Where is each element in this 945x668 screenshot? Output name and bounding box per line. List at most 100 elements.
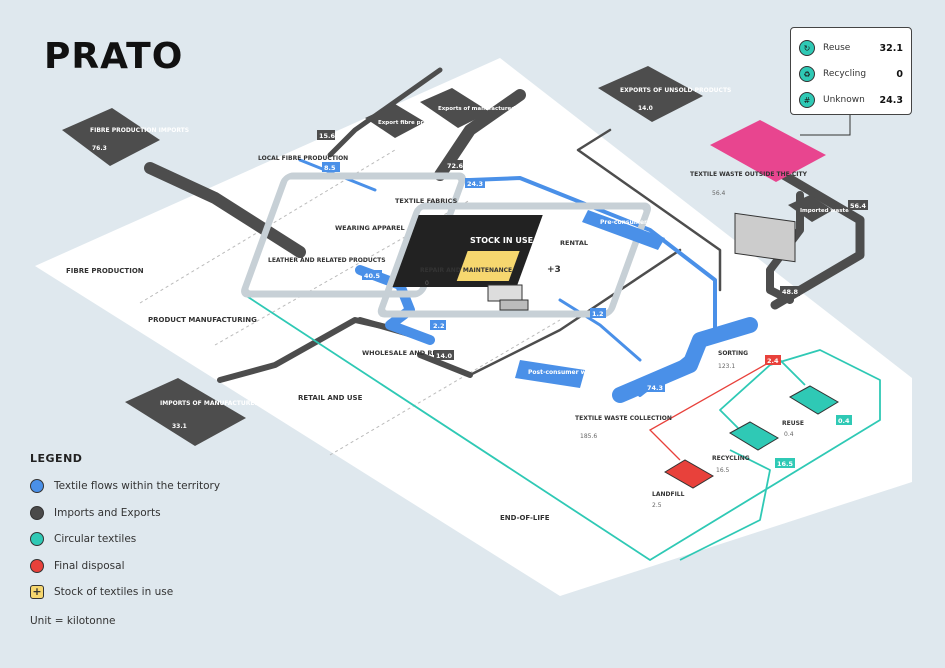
breakdown-value: 24.3 <box>879 94 903 106</box>
flow-to-recycling <box>719 364 771 431</box>
svg-text:14.0: 14.0 <box>638 105 653 112</box>
legend-swatch <box>30 532 44 546</box>
flow-values: 8.5 15.6 72.6 24.3 40.5 2.2 14.0 1.2 74.… <box>317 130 868 468</box>
svg-text:IMPORTS OF MANUFACTURED PRODUC: IMPORTS OF MANUFACTURED PRODUCTS <box>160 400 298 407</box>
svg-text:LANDFILL: LANDFILL <box>652 491 685 498</box>
flow-wholesale-to-exports <box>468 248 682 377</box>
stock-in-use-label: STOCK IN USE <box>470 236 533 245</box>
exports-unsold-tag: EXPORTS OF UNSOLD PRODUCTS 14.0 <box>598 66 731 122</box>
svg-text:74.3: 74.3 <box>647 384 663 392</box>
svg-text:56.4: 56.4 <box>850 202 867 210</box>
svg-text:2.4: 2.4 <box>767 357 779 365</box>
svg-text:56.4: 56.4 <box>712 190 726 197</box>
collection-label: TEXTILE WASTE COLLECTION <box>575 415 672 422</box>
svg-text:TEXTILE WASTE OUTSIDE THE CITY: TEXTILE WASTE OUTSIDE THE CITY <box>690 171 808 178</box>
flow-leather-wholesale <box>355 265 435 345</box>
legend-swatch <box>30 479 44 493</box>
reuse-node: REUSE 0.4 <box>782 385 839 438</box>
unit-note: Unit = kilotonne <box>30 615 116 627</box>
svg-text:2.2: 2.2 <box>433 322 445 330</box>
svg-text:33.1: 33.1 <box>172 423 187 430</box>
svg-text:Imported waste: Imported waste <box>800 208 849 214</box>
legend-swatch <box>30 558 44 573</box>
svg-text:EXPORTS OF UNSOLD PRODUCTS: EXPORTS OF UNSOLD PRODUCTS <box>620 87 731 94</box>
plus-icon: + <box>30 585 44 599</box>
stage-fibre-label: FIBRE PRODUCTION <box>66 267 144 275</box>
legend-item: Textile flows within the territory <box>30 477 290 495</box>
leather-label: LEATHER AND RELATED PRODUCTS <box>268 257 386 264</box>
waste-outside-breakdown: ↻ Reuse 32.1 ♻ Recycling 0 # Unknown 24.… <box>790 27 912 115</box>
breakdown-label: Unknown <box>823 95 865 105</box>
fibre-imports-tag: FIBRE PRODUCTION IMPORTS 76.3 <box>62 108 189 166</box>
svg-text:Exports of manufactured produc: Exports of manufactured products <box>438 106 545 112</box>
legend-item: + Stock of textiles in use <box>30 583 290 601</box>
export-fibre-tag: Export fibre production <box>365 104 450 138</box>
legend-label: Imports and Exports <box>54 506 161 519</box>
svg-text:72.6: 72.6 <box>447 162 464 170</box>
local-fibre-label: LOCAL FIBRE PRODUCTION <box>258 155 348 162</box>
svg-text:24.3: 24.3 <box>467 180 483 188</box>
rental-label: RENTAL <box>560 239 588 247</box>
imported-waste-tag: Imported waste <box>788 195 849 222</box>
breakdown-row: ↻ Reuse 32.1 <box>799 35 903 61</box>
stage-product-label: PRODUCT MANUFACTURING <box>148 316 257 324</box>
sewing-machine-icon <box>487 284 529 311</box>
svg-text:0.4: 0.4 <box>784 431 794 438</box>
svg-text:Export fibre production: Export fibre production <box>378 120 450 126</box>
blue-flows <box>298 158 758 403</box>
legend-item: Final disposal <box>30 557 290 575</box>
svg-text:16.5: 16.5 <box>777 460 794 468</box>
legend-item: Imports and Exports <box>30 504 290 522</box>
breakdown-value: 0 <box>896 68 903 80</box>
flow-postconsumer <box>612 317 758 403</box>
svg-text:40.5: 40.5 <box>364 272 381 280</box>
legend-swatch <box>30 505 44 520</box>
flow-to-reuse <box>779 359 806 386</box>
landfill-node: LANDFILL 2.5 <box>652 459 714 509</box>
breakdown-row: # Unknown 24.3 <box>799 87 903 113</box>
stage-eol-label: END-OF-LIFE <box>500 514 550 522</box>
flow-use-collection <box>558 298 642 362</box>
flow-recycling-back <box>679 449 771 561</box>
sorting-value: 123.1 <box>718 363 735 370</box>
wholesale-label: WHOLESALE AND RETAIL <box>362 349 452 357</box>
svg-text:48.8: 48.8 <box>782 288 799 296</box>
svg-text:Post-consumer waste: Post-consumer waste <box>528 369 601 376</box>
imports-manufactured-tag: IMPORTS OF MANUFACTURED PRODUCTS 33.1 <box>125 378 298 446</box>
exports-manufactured-tag: Exports of manufactured products <box>420 88 545 128</box>
stage-divider <box>329 319 561 456</box>
svg-text:8.5: 8.5 <box>324 164 336 172</box>
flow-landfill <box>648 361 771 461</box>
breakdown-connector <box>800 115 851 136</box>
svg-text:76.3: 76.3 <box>92 145 107 152</box>
stage-divider <box>214 199 471 346</box>
flow-imported-waste-sorting <box>766 191 804 304</box>
svg-text:14.0: 14.0 <box>436 352 453 360</box>
legend: LEGEND Textile flows within the territor… <box>30 452 290 627</box>
platform <box>35 58 912 596</box>
post-consumer-banner: Post-consumer waste <box>515 360 601 388</box>
wearing-apparel-label: WEARING APPAREL <box>335 224 405 232</box>
flow-exports-unsold <box>576 128 722 292</box>
stage-retail-label: RETAIL AND USE <box>298 394 363 402</box>
pre-consumer-banner: Pre-consumer waste <box>582 210 669 250</box>
breakdown-label: Recycling <box>823 69 867 79</box>
svg-text:2.5: 2.5 <box>652 502 662 509</box>
svg-text:RECYCLING: RECYCLING <box>712 455 750 462</box>
stock-in-use-yellow <box>456 251 520 281</box>
svg-text:REUSE: REUSE <box>782 420 804 427</box>
flow-fibre-imports <box>144 162 306 258</box>
textile-waste-outside-node: TEXTILE WASTE OUTSIDE THE CITY 56.4 <box>690 120 826 263</box>
flow-wholesale-out <box>417 352 473 378</box>
svg-text:Pre-consumer waste: Pre-consumer waste <box>600 219 669 226</box>
recycling-icon: ♻ <box>799 66 815 82</box>
breakdown-row: ♻ Recycling 0 <box>799 61 903 87</box>
legend-label: Textile flows within the territory <box>54 480 221 492</box>
svg-text:FIBRE PRODUCTION IMPORTS: FIBRE PRODUCTION IMPORTS <box>90 127 189 134</box>
sorting-label: SORTING <box>718 350 748 357</box>
repair-value: 0 <box>425 280 429 287</box>
flow-outside-sorting <box>770 165 865 310</box>
svg-text:16.5: 16.5 <box>716 467 730 474</box>
legend-item: Circular textiles <box>30 530 290 548</box>
